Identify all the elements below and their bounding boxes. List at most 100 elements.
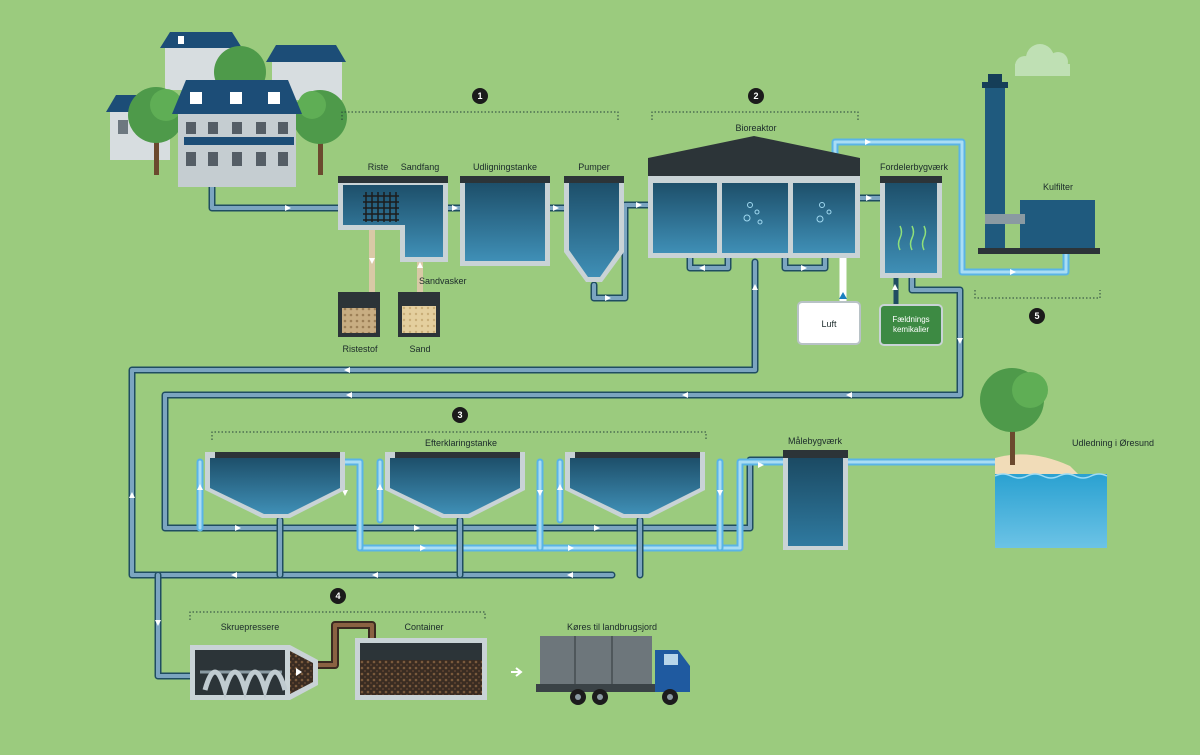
malebygvaerk <box>783 450 848 550</box>
arrow-icon <box>372 572 378 578</box>
arrow-icon <box>839 292 847 299</box>
arrow-icon <box>752 284 758 290</box>
arrow-icon <box>636 202 642 208</box>
step-badge-4: 4 <box>330 588 346 604</box>
svg-text:2: 2 <box>753 91 758 101</box>
arrow-icon <box>342 490 348 496</box>
arrow-icon <box>285 205 291 211</box>
svg-text:4: 4 <box>335 591 340 601</box>
arrow-icon <box>417 262 423 268</box>
efterklaring-tank-1 <box>205 452 345 518</box>
arrow-icon <box>129 492 135 498</box>
label-efterklaringstanke: Efterklaringstanke <box>425 438 497 448</box>
svg-text:3: 3 <box>457 410 462 420</box>
label-kulfilter: Kulfilter <box>1043 182 1073 192</box>
label-faeldning-1: Fældnings <box>892 315 929 324</box>
label-pumper: Pumper <box>578 162 610 172</box>
label-kores: Køres til landbrugsjord <box>567 622 657 632</box>
sand-bin <box>398 292 440 337</box>
sea <box>980 368 1108 548</box>
labels: Riste Sandfang Udligningstanke Pumper Bi… <box>221 123 1154 632</box>
arrow-icon <box>568 545 574 551</box>
label-riste: Riste <box>368 162 389 172</box>
arrow-icon <box>553 205 559 211</box>
tree-icon <box>128 87 184 175</box>
arrow-icon <box>699 265 705 271</box>
label-udligningstanke: Udligningstanke <box>473 162 537 172</box>
step-badge-5: 5 <box>1029 308 1045 324</box>
arrow-icon <box>537 490 543 496</box>
tree-icon <box>980 368 1048 465</box>
arrow-icon <box>957 338 963 344</box>
label-skruepressere: Skruepressere <box>221 622 280 632</box>
arrow-icon <box>235 525 241 531</box>
arrow-icon <box>155 620 161 626</box>
house-icon <box>172 80 302 187</box>
flow-arrows <box>129 139 1016 626</box>
kulfilter-plant <box>978 44 1100 254</box>
arrow-icon <box>758 462 764 468</box>
screen-grid-icon <box>363 192 399 222</box>
arrow-icon <box>231 572 237 578</box>
chemical-arrows-icon <box>897 225 927 251</box>
houses-group <box>106 32 347 187</box>
bioreaktor <box>648 136 860 258</box>
label-ristestof: Ristestof <box>342 344 378 354</box>
arrow-icon <box>369 258 375 264</box>
label-faeldning-2: kemikalier <box>893 325 929 334</box>
step-badge-2: 2 <box>748 88 764 104</box>
step-badge-3: 3 <box>452 407 468 423</box>
bubbles-icon <box>743 202 832 225</box>
riste-sandfang-tank <box>338 176 448 262</box>
arrow-icon <box>377 484 383 490</box>
arrow-icon <box>344 367 350 373</box>
chemicals-box <box>879 304 943 346</box>
label-fordelerbygvaerk: Fordelerbygværk <box>880 162 949 172</box>
svg-text:1: 1 <box>477 91 482 101</box>
chimney-icon <box>988 74 1002 84</box>
pumper-tank <box>564 176 624 282</box>
arrow-icon <box>420 545 426 551</box>
efterklaring-tank-3 <box>565 452 705 518</box>
arrow-icon <box>717 490 723 496</box>
arrow-icon <box>511 667 523 677</box>
label-luft: Luft <box>821 319 837 329</box>
pipe-houses-to-riste <box>208 181 344 212</box>
udligningstank <box>460 176 550 266</box>
arrow-icon <box>682 392 688 398</box>
arrow-icon <box>452 205 458 211</box>
arrow-icon <box>801 265 807 271</box>
ristestof-bin <box>338 292 380 337</box>
svg-text:5: 5 <box>1034 311 1039 321</box>
screw-press-icon <box>190 645 318 700</box>
arrow-icon <box>197 484 203 490</box>
tree-icon <box>293 90 347 175</box>
step-badge-1: 1 <box>472 88 488 104</box>
arrow-icon <box>605 295 611 301</box>
label-malebygvaerk: Målebygværk <box>788 436 843 446</box>
arrow-icon <box>865 139 871 145</box>
label-udledning: Udledning i Øresund <box>1072 438 1154 448</box>
cloud-icon <box>1015 44 1070 76</box>
step-brackets <box>189 111 1101 620</box>
label-sandfang: Sandfang <box>401 162 440 172</box>
pipe-to-press <box>154 571 196 680</box>
arrow-icon <box>846 392 852 398</box>
arrow-icon <box>557 484 563 490</box>
truck-icon <box>536 636 690 705</box>
fordelerbygvaerk <box>880 176 942 278</box>
arrow-icon <box>892 284 898 290</box>
container-bin <box>355 638 487 700</box>
label-sandvasker: Sandvasker <box>419 276 467 286</box>
efterklaring-tank-2 <box>385 452 525 518</box>
arrow-icon <box>346 392 352 398</box>
label-sand: Sand <box>409 344 430 354</box>
arrow-icon <box>1010 269 1016 275</box>
arrow-icon <box>414 525 420 531</box>
arrow-icon <box>866 195 872 201</box>
luft-box <box>797 301 861 345</box>
label-container: Container <box>404 622 443 632</box>
arrow-icon <box>567 572 573 578</box>
